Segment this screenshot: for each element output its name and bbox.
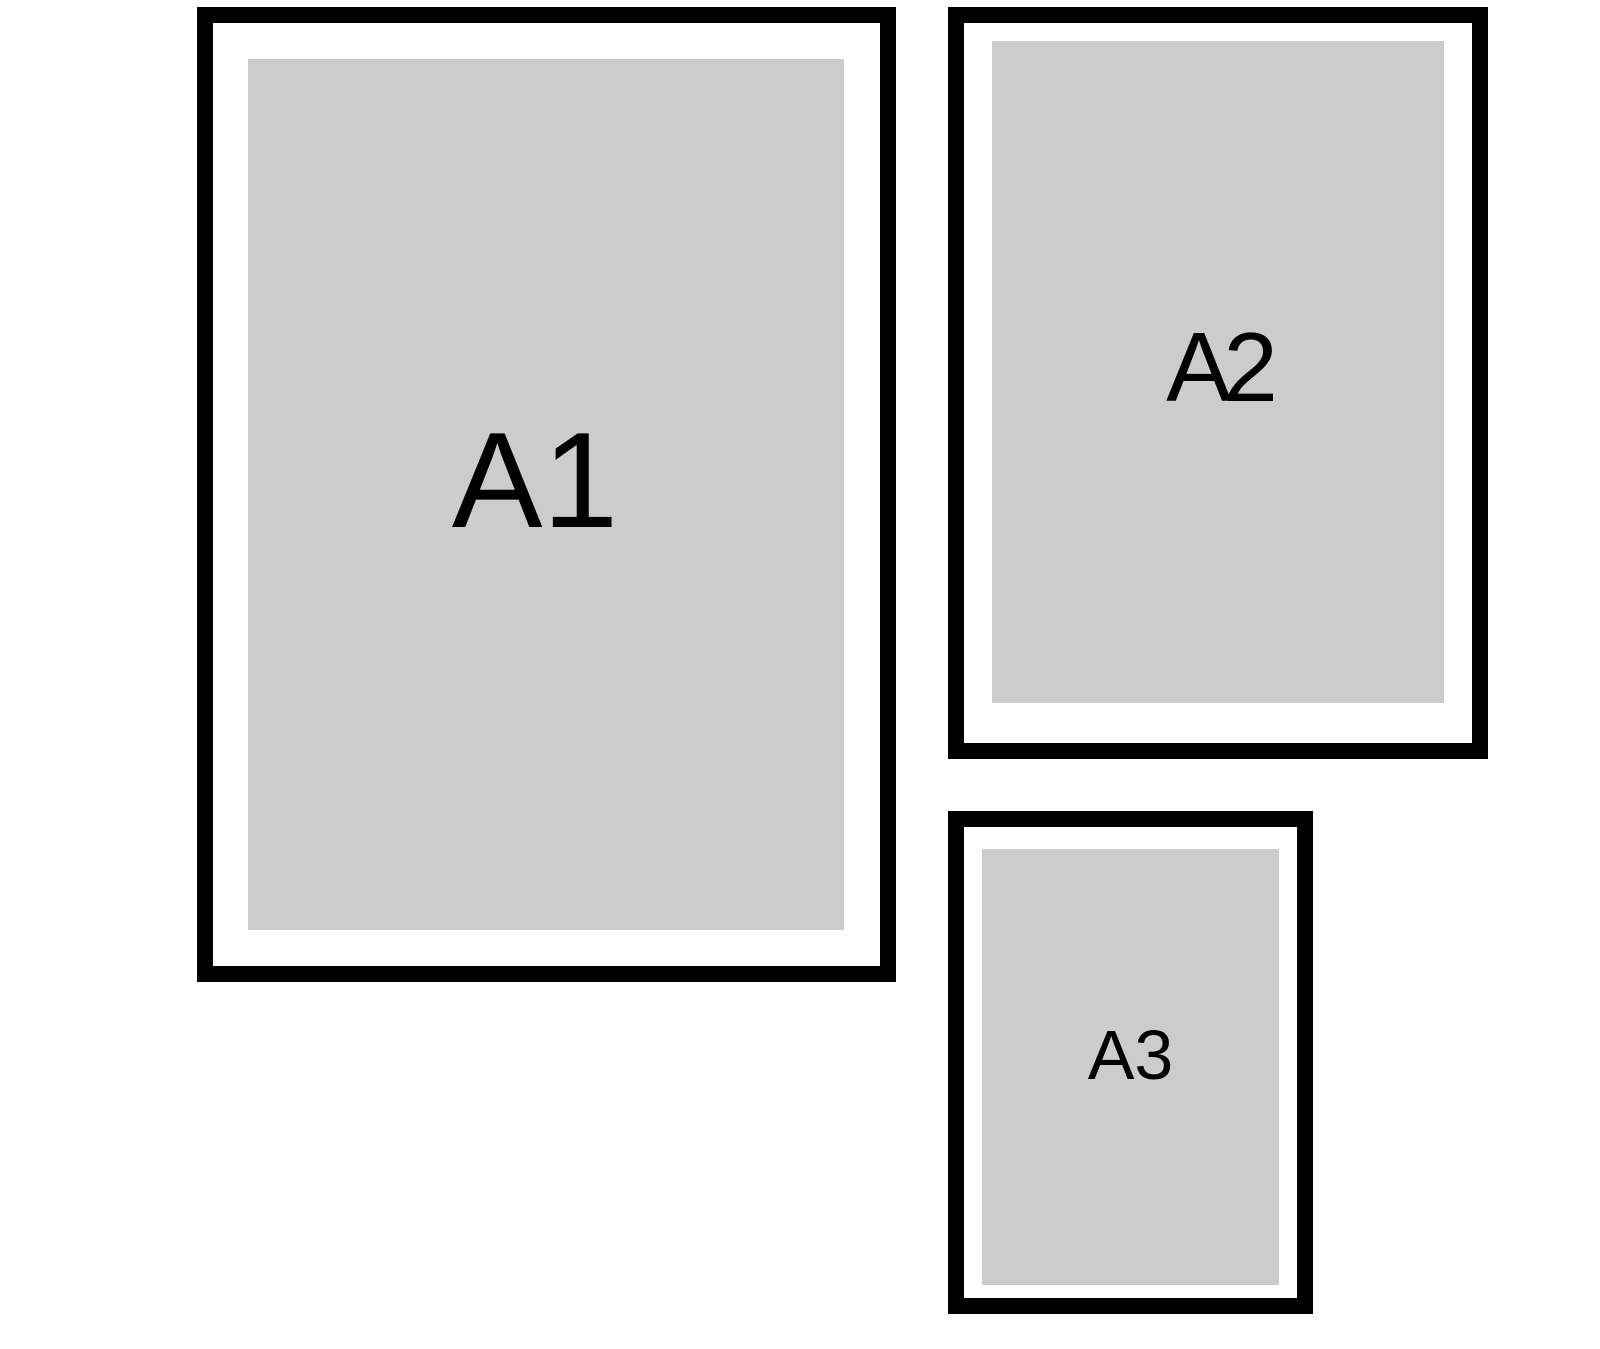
artwork-a1: A1 xyxy=(248,59,844,930)
artwork-a2: A2 xyxy=(992,41,1444,703)
frame-label-a3: A3 xyxy=(1087,1016,1174,1094)
frame-label-a2: A2 xyxy=(1166,312,1278,422)
frame-label-a1: A1 xyxy=(451,403,619,556)
artwork-a3: A3 xyxy=(982,849,1279,1285)
